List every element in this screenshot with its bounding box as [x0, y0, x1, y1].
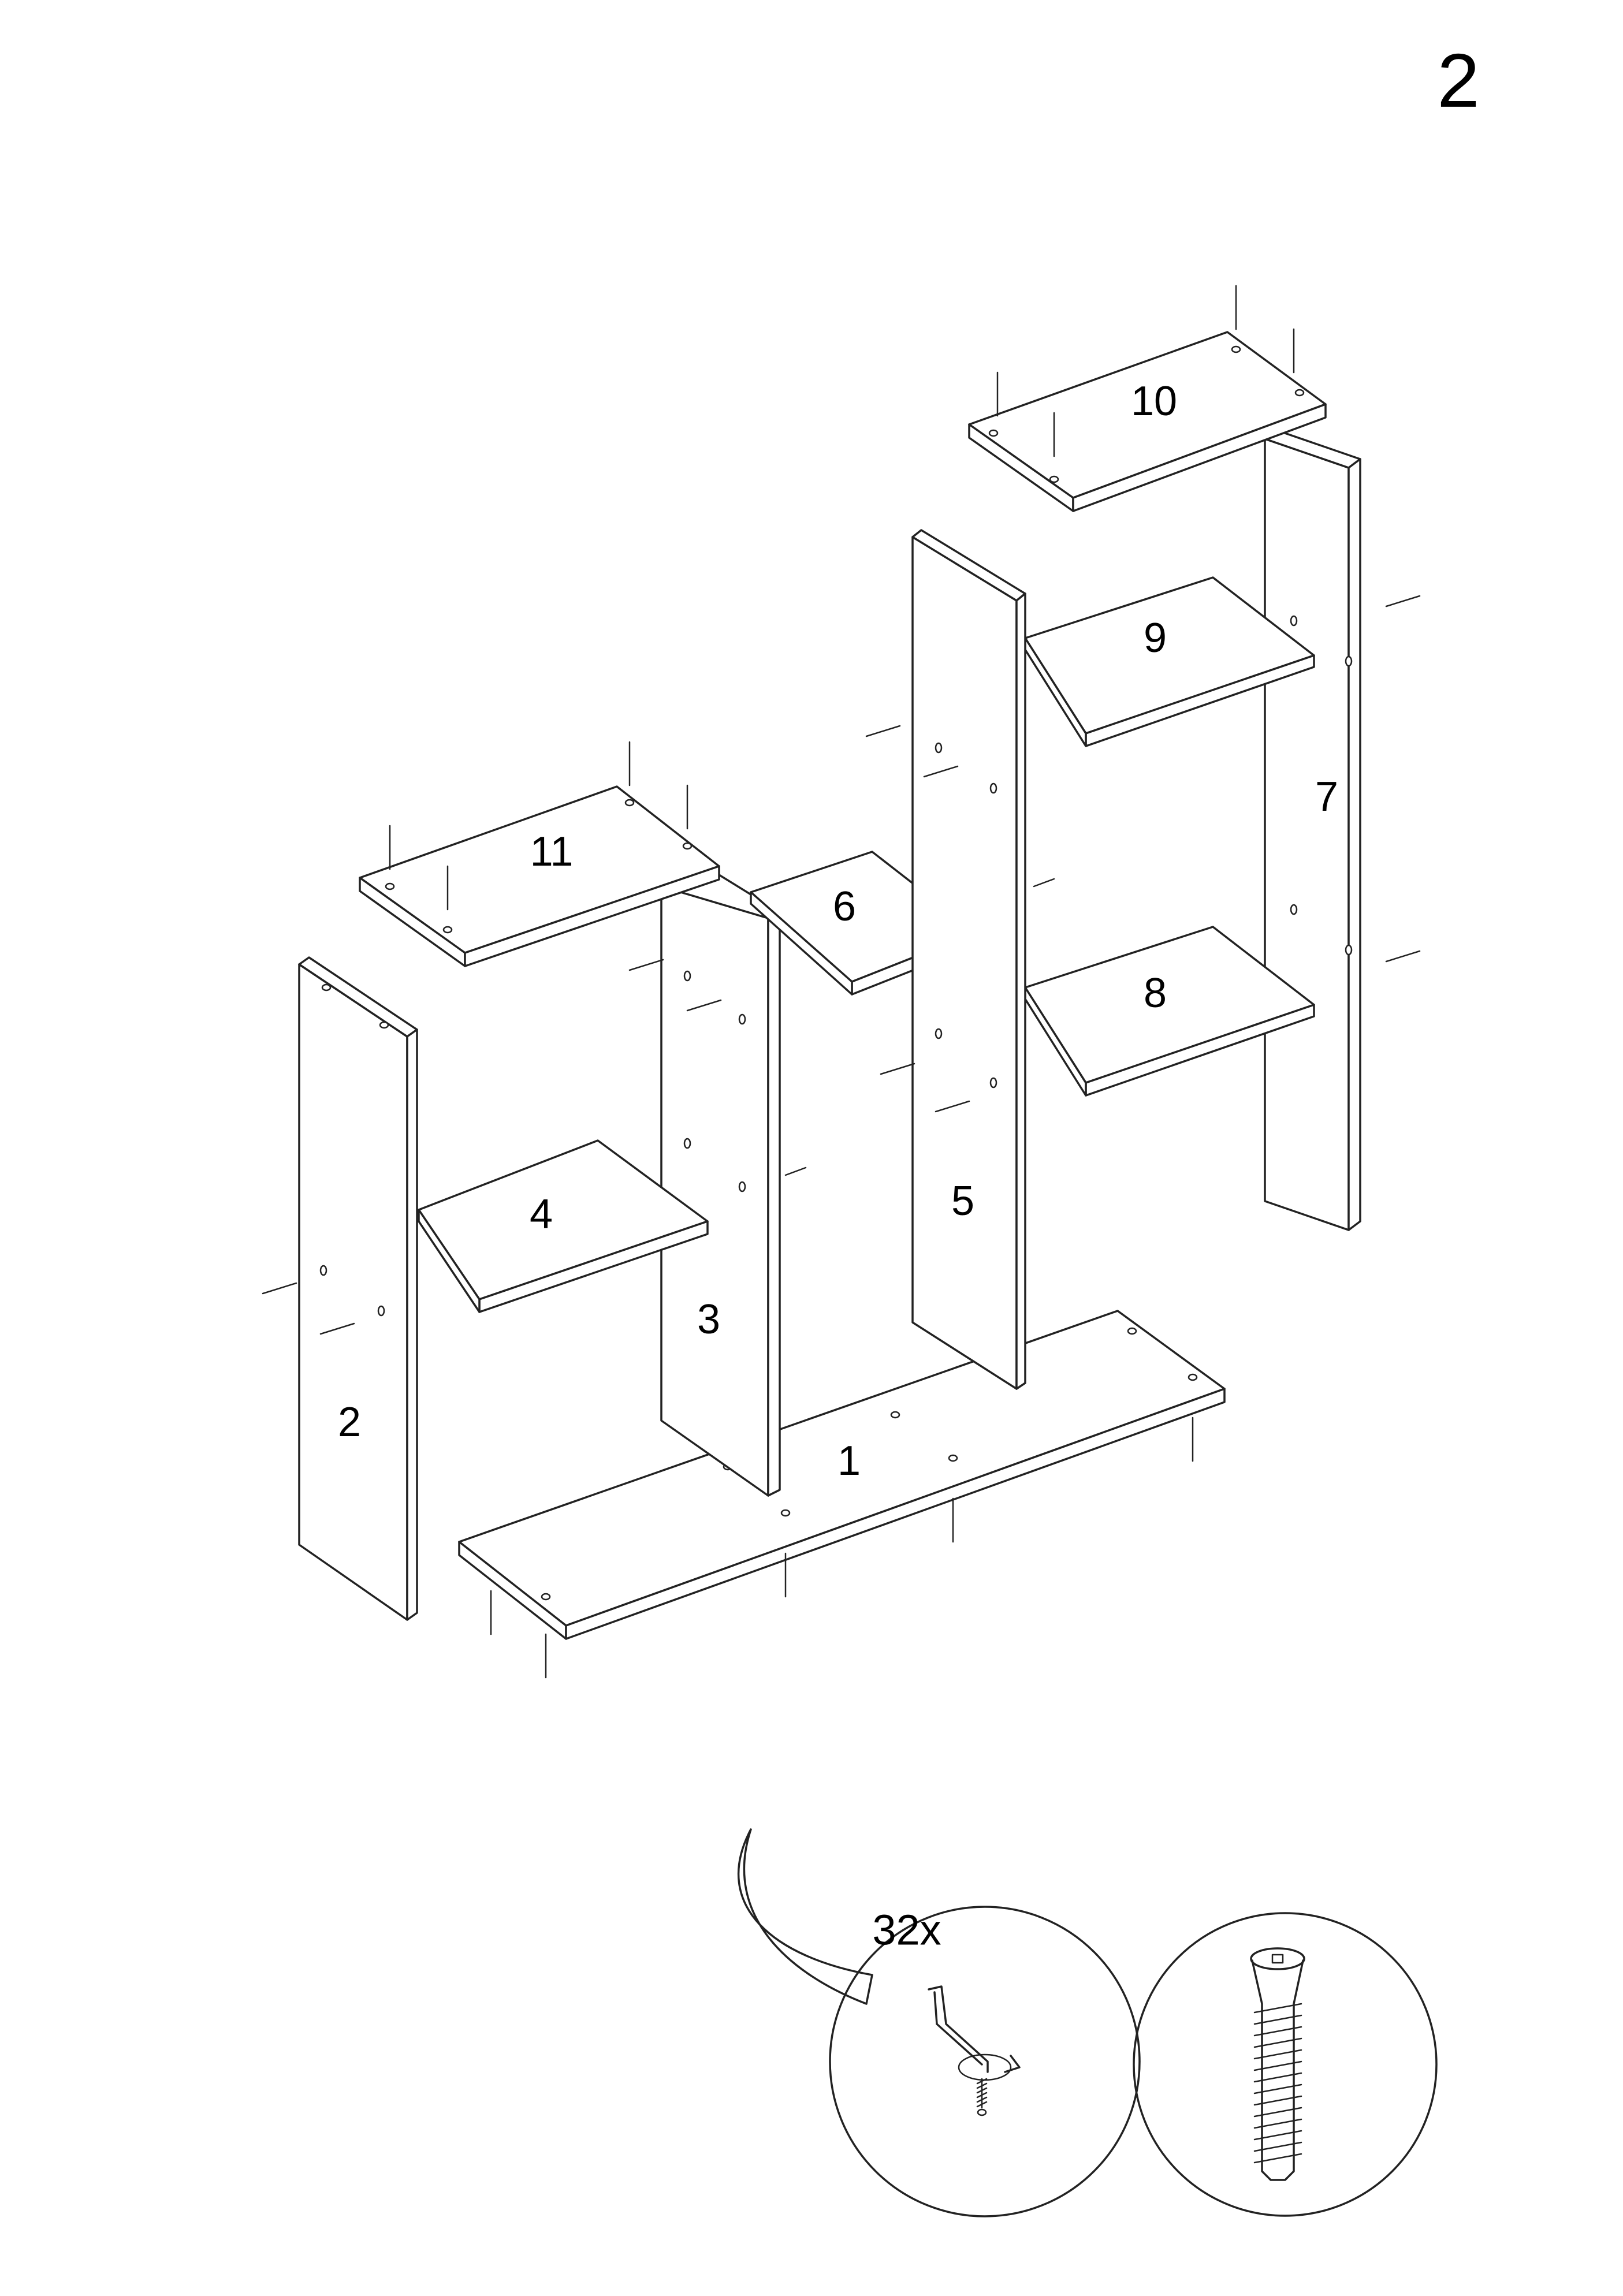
panel-8: [1024, 926, 1315, 1097]
confirmat-screw-icon: [1250, 1947, 1305, 2181]
fastener-callout: 32x: [738, 1828, 1438, 2217]
page-number: 2: [1437, 38, 1479, 123]
panel-3: [628, 874, 807, 1497]
part-label-10: 10: [1131, 378, 1177, 424]
part-label-3: 3: [697, 1296, 720, 1343]
panel-11: [359, 741, 720, 967]
panel-7: [1264, 429, 1421, 1231]
part-label-11: 11: [530, 829, 574, 875]
screw-circle: [1133, 1912, 1438, 2217]
tool-circle: [829, 1906, 1141, 2217]
part-label-8: 8: [1144, 970, 1167, 1016]
fastener-quantity: 32x: [872, 1906, 941, 1954]
part-label-5: 5: [951, 1178, 974, 1224]
callout-pointer: [738, 1828, 873, 2005]
part-label-2: 2: [338, 1399, 361, 1445]
part-label-4: 4: [530, 1191, 553, 1238]
panel-4: [418, 1139, 709, 1313]
panel-1: [458, 1310, 1226, 1679]
hex-key-icon: [928, 1985, 1021, 2116]
part-label-1: 1: [837, 1438, 861, 1484]
panel-5: [865, 529, 1055, 1390]
panel-2: [262, 956, 418, 1621]
panel-9: [1024, 576, 1315, 747]
part-label-9: 9: [1144, 615, 1167, 661]
part-label-6: 6: [833, 884, 856, 930]
part-label-7: 7: [1315, 774, 1338, 820]
panel-10: [968, 285, 1327, 512]
